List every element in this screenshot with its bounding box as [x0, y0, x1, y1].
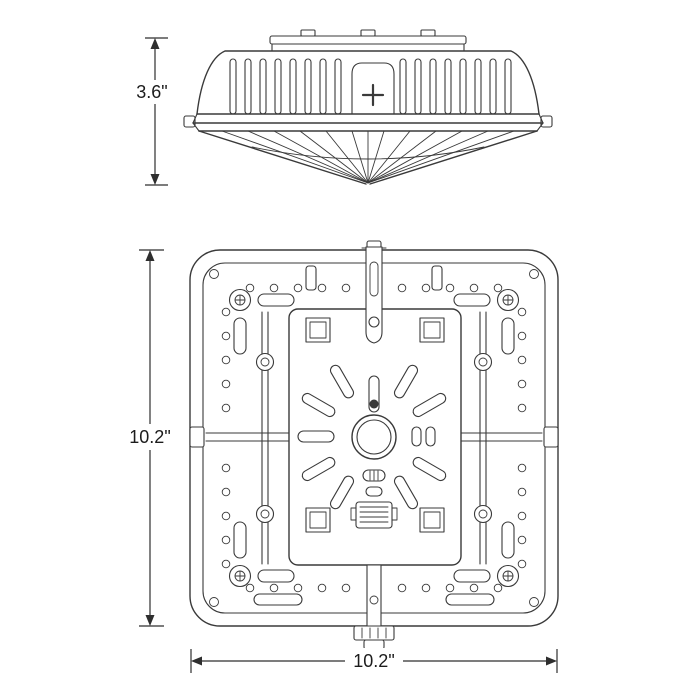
center-mount-channel	[351, 62, 395, 115]
perimeter-holes	[221, 283, 527, 593]
junction-box-lid	[269, 29, 467, 52]
adjustment-slots	[233, 293, 515, 583]
center-hub	[351, 375, 397, 460]
dimension-side-height: 3.6"	[129, 37, 175, 186]
plate-details	[350, 469, 398, 529]
lens-cone	[198, 130, 538, 185]
dimension-back-width: 10.2"	[190, 648, 558, 673]
top-strap	[361, 240, 387, 344]
back-view	[189, 240, 559, 650]
edge-tabs	[253, 265, 495, 606]
body-band	[183, 113, 553, 132]
side-view	[183, 29, 553, 185]
side-height-label: 3.6"	[136, 82, 167, 102]
plate-knockouts	[305, 317, 445, 533]
corner-screws	[228, 288, 520, 588]
heatsink-housing	[196, 50, 540, 115]
dimension-back-height: 10.2"	[120, 249, 180, 627]
back-width-label: 10.2"	[353, 651, 394, 671]
back-height-label: 10.2"	[129, 427, 170, 447]
heatsink-fins	[229, 58, 512, 115]
bottom-clamp	[353, 564, 395, 650]
radial-slots	[297, 364, 447, 510]
